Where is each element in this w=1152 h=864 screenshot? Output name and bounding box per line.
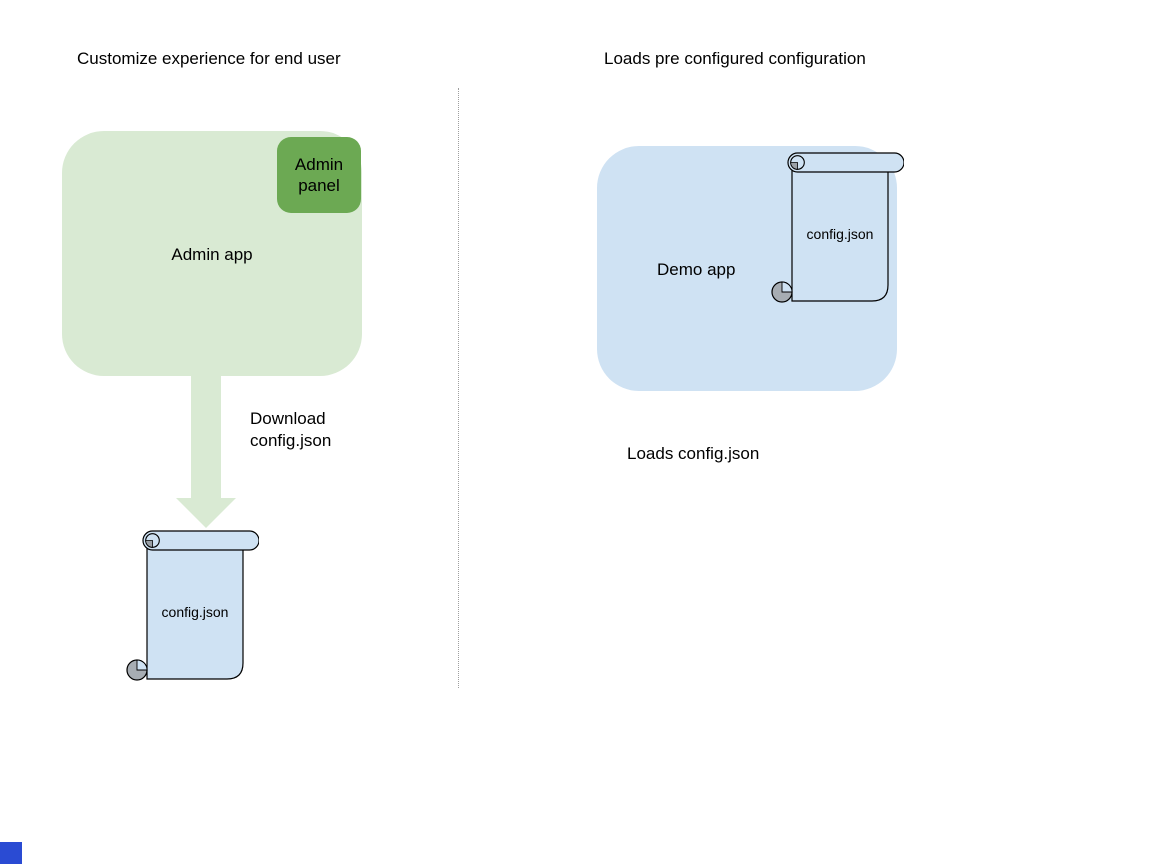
scroll-icon — [771, 152, 904, 303]
config-json-label: config.json — [806, 226, 874, 242]
left-section-title: Customize experience for end user — [77, 49, 341, 68]
loads-config-caption: Loads config.json — [627, 444, 760, 463]
demo-app-label: Demo app — [657, 260, 736, 279]
section-divider — [458, 88, 459, 688]
admin-panel-box: Admin panel — [277, 137, 361, 213]
config-json-label: config.json — [161, 604, 229, 620]
admin-panel-label: Admin panel — [294, 155, 344, 195]
scroll-icon — [126, 530, 259, 681]
download-config-label: Download config.json — [250, 409, 332, 450]
config-json-scroll-right: config.json — [768, 149, 904, 309]
config-json-scroll-left: config.json — [123, 527, 259, 687]
corner-marker — [0, 842, 22, 864]
right-section-title: Loads pre configured configuration — [604, 49, 866, 68]
admin-app-label: Admin app — [171, 245, 253, 264]
download-arrow-icon — [176, 376, 236, 528]
